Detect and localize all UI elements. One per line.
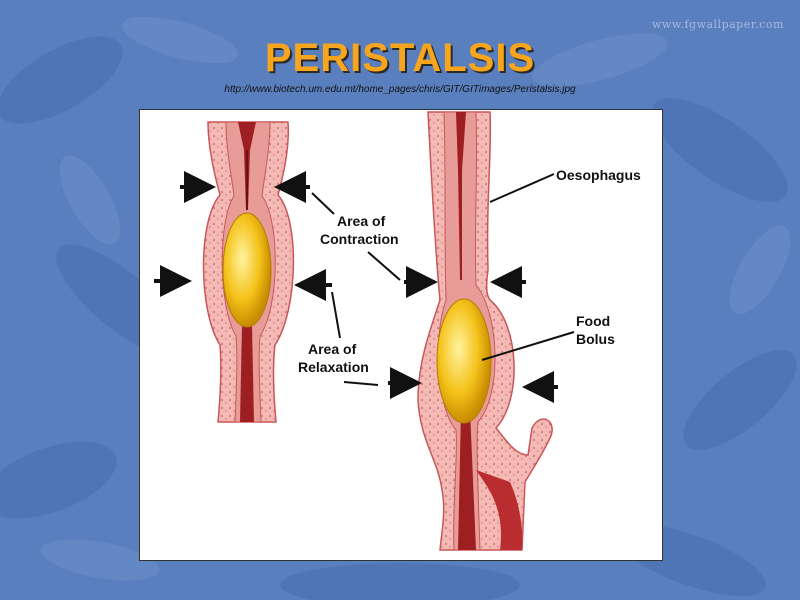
left-oesophagus-segment: [202, 121, 295, 423]
oesophagus-label: Oesophagus: [556, 167, 641, 183]
relaxation-arrows-left: [154, 265, 332, 301]
diagram-svg: Area of Contraction Area of Relaxation O…: [154, 111, 641, 551]
right-oesophagus-segment: [417, 111, 553, 551]
source-url: http://www.biotech.um.edu.mt/home_pages/…: [224, 84, 576, 95]
relaxation-label-line1: Area of: [308, 341, 357, 357]
watermark-text: www.fgwallpaper.com: [652, 18, 784, 31]
relaxation-label-line2: Relaxation: [298, 359, 369, 375]
peristalsis-diagram: Area of Contraction Area of Relaxation O…: [139, 109, 663, 561]
slide-title: PERISTALSIS: [264, 36, 536, 80]
relaxation-arrows-right: [388, 367, 558, 403]
food-bolus-label-line1: Food: [576, 313, 610, 329]
food-bolus-label-line2: Bolus: [576, 331, 615, 347]
contraction-label-line1: Area of: [337, 213, 386, 229]
leader-lines: [311, 173, 575, 386]
contraction-label-line2: Contraction: [320, 231, 399, 247]
